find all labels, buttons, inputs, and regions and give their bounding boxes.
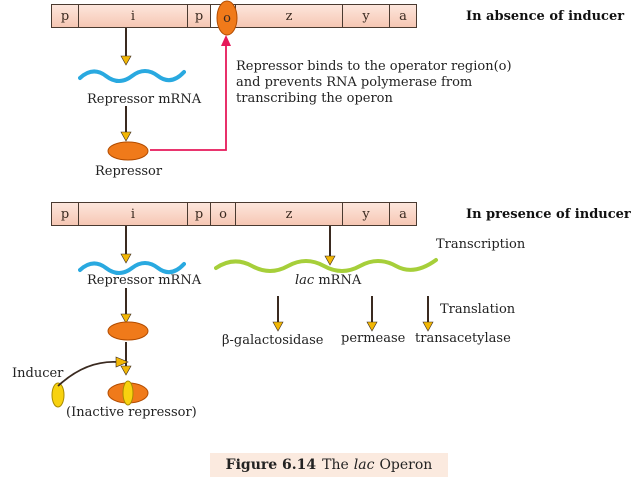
gene-p1: p [51, 202, 79, 226]
bottom-arrow-to-inactive [120, 342, 132, 376]
translation-label: Translation [440, 302, 516, 317]
repressor-note-line1: Repressor binds to the operator region(o… [236, 59, 512, 74]
top-arrow-to-repressor [120, 106, 132, 142]
transcription-label: Transcription [436, 237, 526, 252]
repressor-note-line3: transcribing the operon [236, 91, 393, 106]
bottom-gene-row: p i p o z y a [51, 202, 417, 226]
bottom-arrow-to-repressor [120, 288, 132, 324]
product-beta-galactosidase: β-galactosidase [222, 333, 324, 348]
figure-number: Figure 6.14 [225, 457, 317, 473]
gene-a: a [389, 202, 417, 226]
inactive-repressor-complex [107, 380, 149, 406]
transcription-arrow [324, 226, 336, 266]
top-repressor-label: Repressor [95, 164, 163, 179]
gene-y: y [342, 202, 390, 226]
top-repressor-mrna-label: Repressor mRNA [87, 92, 202, 107]
gene-i: i [78, 202, 188, 226]
gene-i: i [78, 4, 188, 28]
translation-arrow-y [366, 296, 378, 332]
gene-z: z [235, 202, 343, 226]
bottom-repressor-mrna-wave [78, 261, 186, 275]
gene-o-label: o [223, 11, 231, 26]
caption-the: The [322, 457, 349, 473]
lac-italic: lac [295, 273, 315, 288]
top-gene-row: p i p z y a [51, 4, 417, 28]
top-repressor-mrna-wave [78, 69, 186, 83]
lac-mrna-rest: mRNA [314, 273, 362, 288]
gene-y: y [342, 4, 390, 28]
inducer-molecule [51, 382, 65, 408]
gene-p2: p [187, 4, 211, 28]
inactive-repressor-label: (Inactive repressor) [66, 405, 197, 420]
bottom-arrow-to-mrna [120, 226, 132, 264]
gene-o: o [210, 202, 236, 226]
top-arrow-to-mrna [120, 28, 132, 66]
gene-p1: p [51, 4, 79, 28]
repressor-note-line2: and prevents RNA polymerase from [236, 75, 473, 90]
product-permease: permease [341, 331, 406, 346]
bottom-repressor-shape [107, 321, 149, 341]
lac-mrna-label: lac mRNA [295, 273, 361, 288]
caption-lac: lac [353, 457, 375, 473]
operator-bound-repressor: o [216, 0, 238, 36]
figure-caption: Figure 6.14 The lac Operon [210, 453, 448, 477]
gene-a: a [389, 4, 417, 28]
product-transacetylase: transacetylase [415, 331, 511, 346]
gene-z: z [235, 4, 343, 28]
bottom-repressor-mrna-label: Repressor mRNA [87, 273, 202, 288]
translation-arrow-z [272, 296, 284, 332]
gene-p2: p [187, 202, 211, 226]
caption-operon: Operon [379, 457, 433, 473]
translation-arrow-a [422, 296, 434, 332]
inducer-label: Inducer [12, 366, 64, 381]
top-repressor-shape [107, 141, 149, 161]
bottom-condition-label: In presence of inducer [466, 207, 631, 222]
repressor-binding-arrow [150, 35, 231, 151]
lac-mrna-wave [214, 258, 438, 273]
top-condition-label: In absence of inducer [466, 9, 625, 24]
inducer-binding-arrow [57, 356, 129, 387]
